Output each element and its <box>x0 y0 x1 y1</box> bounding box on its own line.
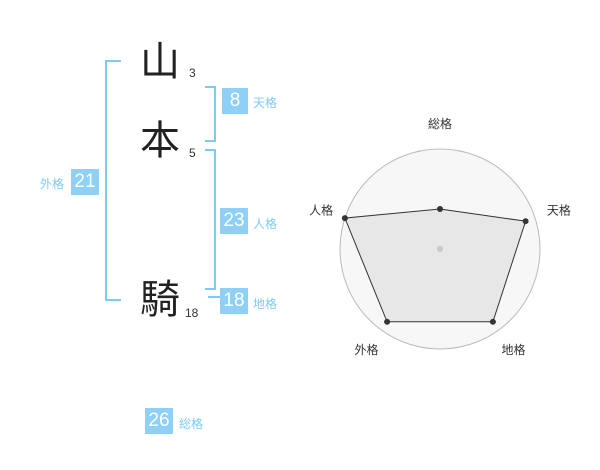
gaikaku-bracket <box>105 60 121 301</box>
radar-axis-label-4: 外格 <box>355 342 379 357</box>
soukaku-badge: 26 <box>145 408 173 434</box>
gaikaku-badge: 21 <box>71 169 99 195</box>
chikaku-label: 地格 <box>253 297 278 311</box>
radar-point-2 <box>522 218 529 225</box>
stroke-count-1: 3 <box>189 66 196 80</box>
radar-axis-label-3: 地格 <box>501 342 525 357</box>
soukaku-label: 総格 <box>179 417 204 431</box>
jinkaku-badge: 23 <box>220 208 248 234</box>
radar-point-4 <box>384 318 391 325</box>
tenkaku-badge: 8 <box>222 88 248 114</box>
radar-point-3 <box>489 318 496 325</box>
tenkaku-bracket <box>205 86 216 142</box>
gaikaku-label: 外格 <box>40 177 65 191</box>
tenkaku-label: 天格 <box>253 96 278 110</box>
radar-axis-label-1: 総格 <box>428 116 452 131</box>
radar-series-polygon <box>344 208 527 323</box>
radar-axis-label-5: 人格 <box>309 202 333 217</box>
stroke-count-3: 18 <box>185 306 199 320</box>
radar-axis-label-2: 天格 <box>547 202 571 217</box>
radar-point-5 <box>341 215 348 222</box>
radar-center-dot <box>437 246 443 252</box>
name-char-1: 山 <box>140 39 180 85</box>
name-char-3: 騎 <box>140 277 180 323</box>
radar-point-1 <box>437 206 443 212</box>
chikaku-connector <box>208 296 220 298</box>
jinkaku-bracket <box>205 149 216 290</box>
stroke-count-2: 5 <box>189 146 196 160</box>
name-char-2: 本 <box>140 118 180 164</box>
jinkaku-label: 人格 <box>253 217 278 231</box>
chikaku-badge: 18 <box>220 288 248 314</box>
